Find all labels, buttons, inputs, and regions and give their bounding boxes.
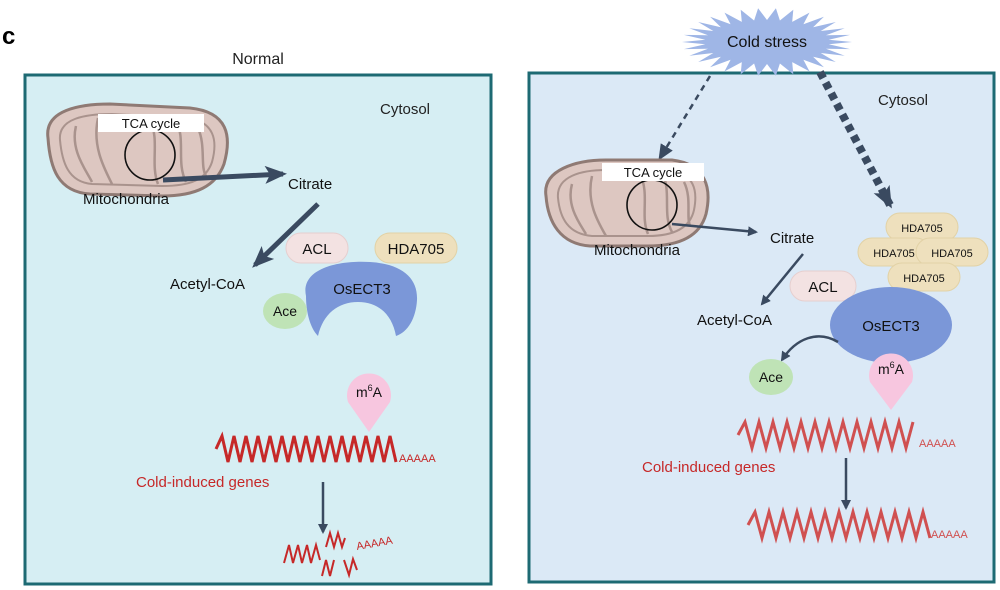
right-m6a-pin	[869, 353, 913, 410]
right-arrow-citrate-to-acetylcoa	[760, 253, 804, 306]
right-citrate-label: Citrate	[770, 230, 814, 247]
right-hda705-label-3: HDA705	[931, 248, 973, 260]
right-ace-ellipse	[749, 359, 793, 395]
right-mrna-wave	[736, 416, 915, 454]
right-hda705-label-2: HDA705	[873, 248, 915, 260]
right-arrow-ace-release	[780, 335, 839, 362]
left-acl-label: ACL	[302, 241, 331, 258]
stress-arrow-to-hda705	[816, 70, 894, 209]
left-polya-label: AAAAA	[399, 453, 436, 465]
left-cytosol-label: Cytosol	[380, 101, 430, 118]
left-genes-label: Cold-induced genes	[136, 474, 269, 491]
right-polya-stable-label: AAAAA	[931, 529, 968, 541]
cold-stress-burst	[682, 8, 852, 76]
left-arrow-tca-to-citrate	[162, 165, 287, 184]
left-degraded-fragment-3	[321, 559, 335, 577]
right-hda705-box-4	[887, 262, 961, 292]
panel-letter: c	[2, 23, 15, 50]
left-mrna-wave	[214, 431, 398, 463]
right-acl-box	[789, 270, 857, 302]
right-genes-label: Cold-induced genes	[642, 459, 775, 476]
left-ace-label: Ace	[273, 303, 297, 319]
right-mitochondrion: TCA cycle Mitochondria	[544, 158, 710, 259]
left-degraded-fragment-4	[343, 555, 358, 579]
left-panel-title: Normal	[232, 51, 284, 68]
left-hda705-label: HDA705	[388, 241, 445, 258]
left-m6a-label: m6A	[356, 383, 383, 400]
right-mitochondria-label: Mitochondria	[594, 242, 681, 259]
right-polya-label: AAAAA	[919, 438, 956, 450]
cold-stress-label: Cold stress	[727, 34, 807, 51]
left-arrow-citrate-to-acetylcoa	[252, 202, 320, 268]
right-tca-label: TCA cycle	[624, 165, 683, 180]
left-tca-label: TCA cycle	[122, 116, 181, 131]
left-degraded-fragment-1	[283, 541, 321, 564]
left-m6a-pin	[347, 373, 391, 432]
right-acl-label: ACL	[808, 279, 837, 296]
right-hda705-label-4: HDA705	[903, 273, 945, 285]
stress-arrow-to-mitochondria	[658, 75, 712, 161]
right-panel: Cold stress Cytosol TCA cycle Mitochondr…	[527, 8, 996, 584]
left-acetylcoa-label: Acetyl-CoA	[170, 276, 245, 293]
left-citrate-label: Citrate	[288, 176, 332, 193]
right-m6a-label: m6A	[878, 360, 905, 377]
right-ace-label: Ace	[759, 369, 783, 385]
right-osect3-ellipse	[830, 287, 952, 363]
right-acetylcoa-label: Acetyl-CoA	[697, 312, 772, 329]
left-mitochondria-label: Mitochondria	[83, 191, 170, 208]
left-degraded-fragment-2	[325, 529, 346, 551]
right-mrna-wave-stable	[746, 506, 932, 544]
left-ace-ellipse	[263, 293, 307, 329]
right-arrow-tca-to-citrate	[671, 222, 758, 237]
left-osect3-shape	[305, 261, 418, 336]
left-acl-box	[285, 232, 349, 264]
right-hda705-label-1: HDA705	[901, 223, 943, 235]
left-hda705-box	[374, 232, 458, 264]
left-osect3-label: OsECT3	[333, 281, 391, 298]
left-panel: Normal Cytosol TCA cycle Mitochondria Ci…	[23, 51, 493, 586]
right-cytosol-label: Cytosol	[878, 92, 928, 109]
left-mitochondrion: TCA cycle Mitochondria	[46, 102, 229, 208]
right-osect3-label: OsECT3	[862, 318, 920, 335]
